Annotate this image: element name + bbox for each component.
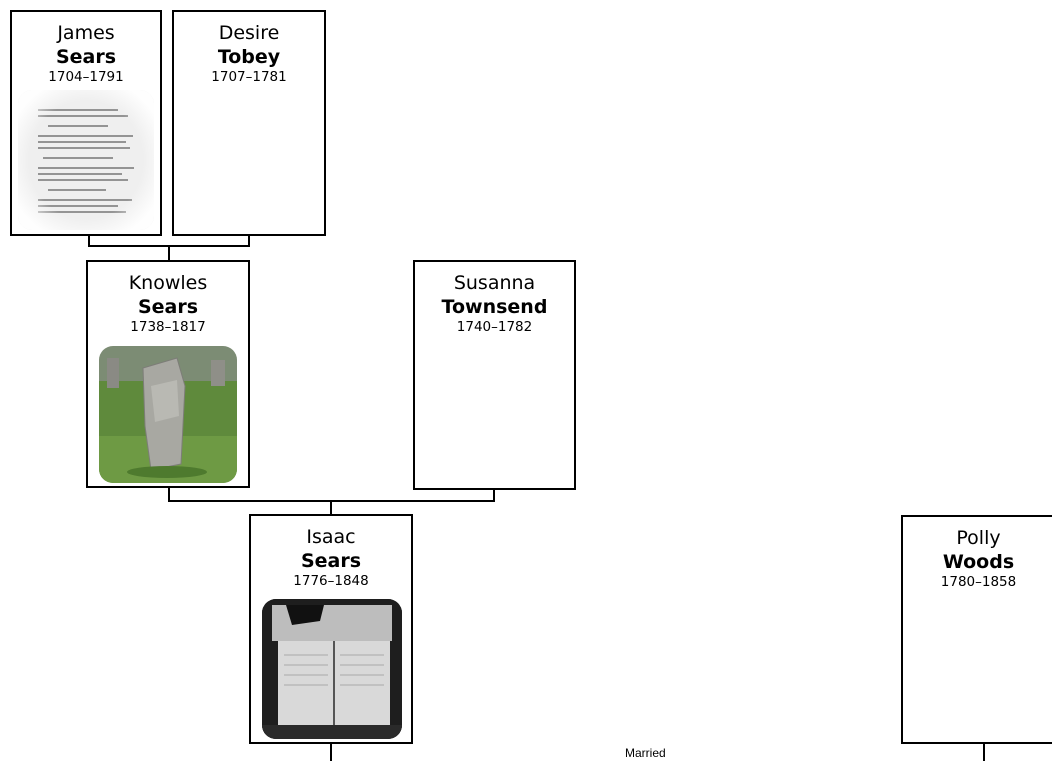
document-image	[18, 90, 154, 230]
document-photo[interactable]	[18, 90, 154, 230]
gravestone-photo[interactable]	[99, 346, 237, 483]
life-dates: 1740–1782	[456, 319, 533, 335]
first-name: James	[57, 22, 115, 44]
last-name: Sears	[137, 296, 199, 318]
connector-polly-down	[983, 743, 985, 761]
last-name: Sears	[300, 550, 362, 572]
first-name: Polly	[956, 527, 1001, 549]
life-dates: 1776–1848	[293, 573, 369, 589]
last-name: Woods	[942, 551, 1015, 573]
married-label: Married	[625, 746, 666, 760]
connector-james-desire	[248, 236, 250, 247]
life-dates: 1780–1858	[940, 574, 1017, 590]
last-name: Townsend	[441, 296, 548, 318]
life-dates: 1704–1791	[48, 69, 124, 85]
record-book-image	[262, 599, 402, 739]
first-name: Knowles	[128, 272, 208, 294]
record-book-photo[interactable]	[262, 599, 402, 739]
connector-isaac-down	[330, 743, 332, 761]
life-dates: 1738–1817	[130, 319, 206, 335]
person-card-desire-tobey[interactable]: Desire Tobey 1707–1781	[172, 10, 326, 236]
gravestone-image	[99, 346, 237, 483]
person-card-polly-woods[interactable]: Polly Woods 1780–1858	[901, 515, 1052, 744]
last-name: Tobey	[217, 46, 281, 68]
person-card-james-sears[interactable]: James Sears 1704–1791	[10, 10, 162, 236]
connector-james-desire	[88, 236, 90, 247]
first-name: Susanna	[453, 272, 536, 294]
connector-to-isaac	[330, 500, 332, 515]
connector-to-knowles	[168, 245, 170, 261]
first-name: Isaac	[306, 526, 356, 548]
person-card-knowles-sears[interactable]: Knowles Sears 1738–1817	[86, 260, 250, 488]
connector-knowles-susanna	[493, 488, 495, 502]
first-name: Desire	[218, 22, 280, 44]
person-card-isaac-sears[interactable]: Isaac Sears 1776–1848	[249, 514, 413, 744]
person-card-susanna-townsend[interactable]: Susanna Townsend 1740–1782	[413, 260, 576, 490]
connector-knowles-susanna	[168, 488, 170, 502]
life-dates: 1707–1781	[211, 69, 287, 85]
last-name: Sears	[55, 46, 117, 68]
